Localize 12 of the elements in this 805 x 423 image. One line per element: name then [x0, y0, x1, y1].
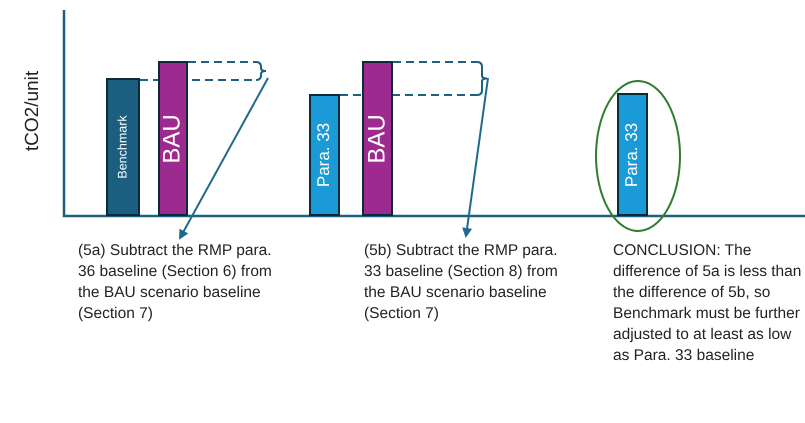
arrow — [179, 78, 269, 240]
axis-title: tCO2/unit — [22, 70, 44, 154]
bar: Benchmark — [106, 78, 140, 216]
bar: Para. 33 — [309, 94, 340, 216]
bar: Para. 33 — [617, 93, 648, 216]
bar: BAU — [158, 61, 188, 216]
annotation-text: (5b) Subtract the RMP para. 33 baseline (Section 8) from the BAU scenario baseline (Section 7) — [364, 241, 559, 324]
annotation-text: (5a) Subtract the RMP para. 36 baseline (Section 6) from the BAU scenario baseline (Section 7) — [78, 241, 273, 324]
bar: BAU — [362, 61, 393, 216]
conclusion-text: CONCLUSION: The difference of 5a is less than the difference of 5b, so Benchmark must be further adjusted to at least as low as Para. 33 baseline — [613, 241, 802, 366]
arrow — [462, 78, 489, 238]
highlight-ellipse — [595, 80, 681, 232]
